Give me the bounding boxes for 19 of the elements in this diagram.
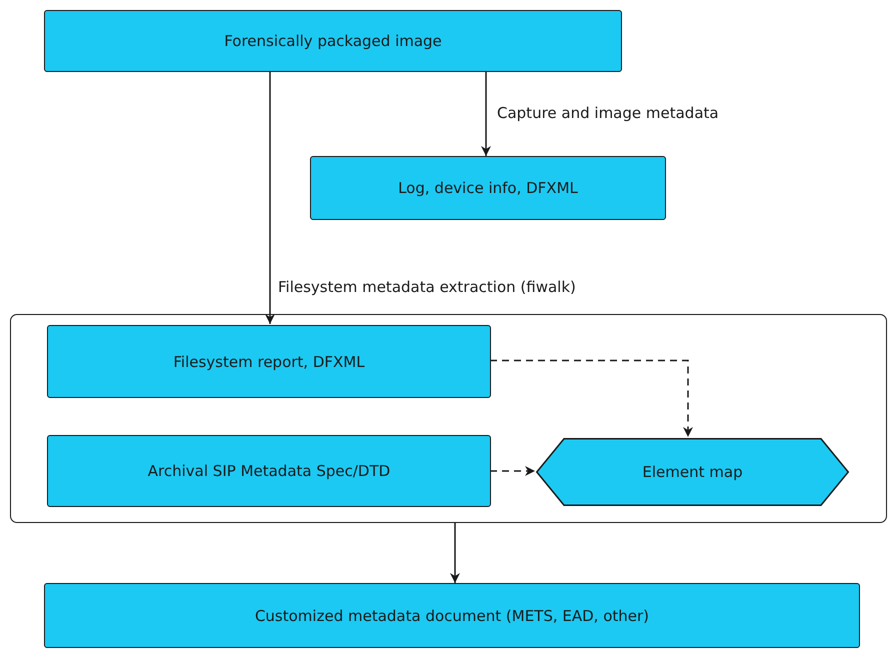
node-label: Filesystem report, DFXML — [172, 352, 366, 370]
node-label: Element map — [641, 463, 744, 481]
node-label: Forensically packaged image — [223, 32, 443, 50]
node-label: Archival SIP Metadata Spec/DTD — [146, 462, 392, 480]
arrow — [481, 72, 491, 156]
process-box — [310, 156, 666, 220]
group-frame — [10, 314, 887, 523]
process-box — [47, 325, 491, 398]
arrow — [450, 523, 460, 583]
process-box — [47, 435, 491, 507]
hexagon-shape — [536, 438, 849, 506]
process-box — [44, 10, 622, 72]
edge-label: Filesystem metadata extraction (fiwalk) — [276, 278, 578, 296]
process-box — [44, 583, 860, 648]
node-label: Log, device info, DFXML — [397, 179, 579, 197]
node-label: Customized metadata document (METS, EAD, other) — [254, 606, 650, 624]
arrow — [490, 466, 535, 476]
arrow — [490, 360, 693, 437]
arrow — [265, 72, 275, 324]
